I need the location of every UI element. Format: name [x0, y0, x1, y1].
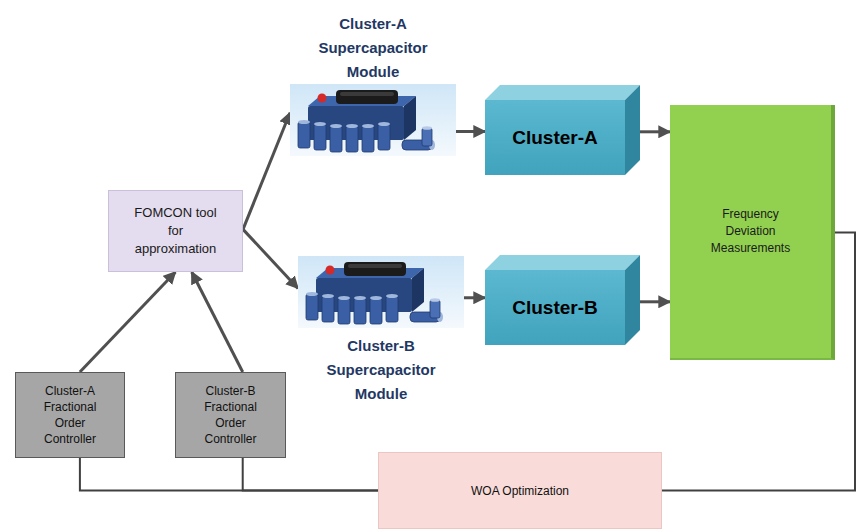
cluster-block: Cluster-B [485, 255, 640, 345]
box-label: Cluster-B Fractional Order Controller [194, 383, 268, 447]
box-label: Cluster-A [512, 127, 598, 149]
box-label: Cluster-B [512, 297, 598, 319]
arrow-connector [640, 300, 670, 303]
cluster-block: Cluster-A [485, 85, 640, 175]
arrow-connector [192, 272, 243, 372]
feedback-line [80, 458, 378, 491]
supercapacitor-picture [298, 256, 464, 328]
box-label: WOA Optimization [471, 484, 569, 498]
controller-box: Cluster-A Fractional Order Controller [15, 372, 125, 458]
box-label: Cluster-A Fractional Order Controller [33, 383, 107, 447]
supercapacitor-picture [290, 84, 456, 156]
arrow-connector [243, 229, 298, 288]
process-box: FOMCON tool for approximation [108, 190, 243, 272]
supercapacitor-module: Cluster-B Supercapacitor Module [298, 256, 464, 406]
arrow-connector [456, 130, 485, 133]
optimizer-box: WOA Optimization [378, 452, 662, 529]
measurement-box: Frequency Deviation Measurements [670, 105, 835, 360]
feedback-line [243, 458, 378, 491]
arrow-connector [464, 296, 485, 299]
box-label: Frequency Deviation Measurements [703, 206, 798, 257]
box-label: Cluster-B Supercapacitor Module [316, 334, 446, 406]
controller-box: Cluster-B Fractional Order Controller [175, 372, 286, 458]
arrow-connector [80, 272, 176, 372]
box-label: Cluster-A Supercapacitor Module [308, 12, 438, 84]
box-label: FOMCON tool for approximation [129, 204, 223, 258]
arrow-connector [640, 130, 670, 133]
arrow-connector [243, 113, 290, 230]
supercapacitor-module: Cluster-A Supercapacitor Module [290, 12, 456, 156]
